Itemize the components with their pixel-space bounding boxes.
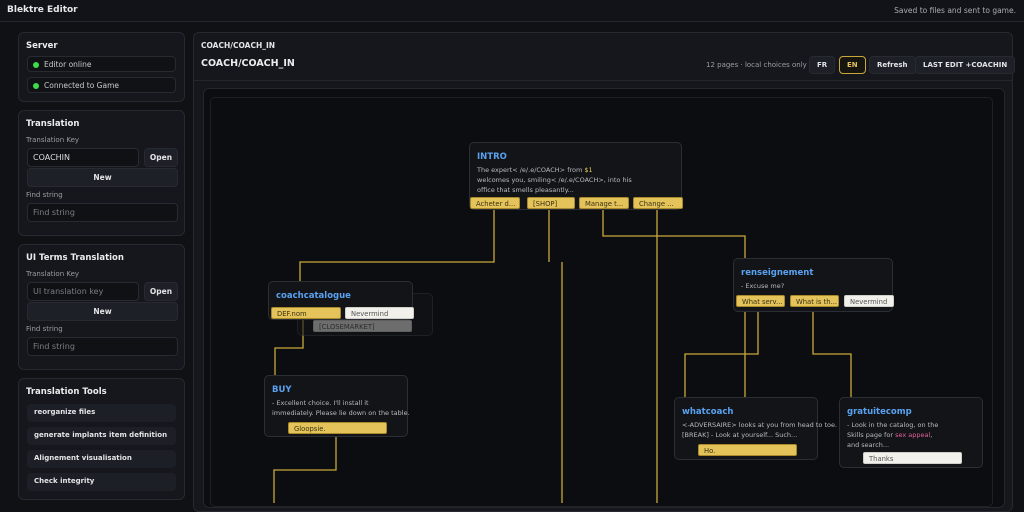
node-title: coachcatalogue — [276, 291, 351, 301]
new-button[interactable]: New — [27, 168, 178, 187]
choice-acheter[interactable]: Acheter d... — [470, 197, 520, 209]
last-edit-button[interactable]: LAST EDIT +COACHIN — [915, 56, 1016, 74]
choice-nevermind[interactable]: Nevermind — [844, 295, 894, 307]
find-string-input[interactable]: Find string — [27, 203, 178, 222]
node-title: whatcoach — [682, 407, 734, 417]
node-title: INTRO — [477, 152, 507, 162]
edge-renseignement-gratuitecomp — [812, 307, 852, 397]
choice-shop[interactable]: [SHOP] — [527, 197, 575, 209]
status-dot-icon — [33, 61, 39, 68]
tool-check-integrity[interactable]: Check integrity — [27, 473, 176, 491]
status-connected-game: Connected to Game — [27, 77, 176, 93]
choice-what-serv[interactable]: What serv... — [736, 295, 785, 307]
choice-closemarket[interactable]: [CLOSEMARKET] — [313, 320, 412, 332]
ui-find-label: Find string — [26, 325, 63, 333]
translation-panel: Translation Translation Key COACHIN Open… — [18, 110, 185, 236]
choice-ho[interactable]: Ho. — [698, 444, 797, 456]
find-string-label: Find string — [26, 191, 63, 199]
translation-key-label: Translation Key — [26, 136, 80, 144]
node-renseignement[interactable]: renseignement - Excuse me? What serv... … — [733, 258, 894, 312]
choice-what-is-th[interactable]: What is th... — [790, 295, 839, 307]
choice-change[interactable]: Change ... — [633, 197, 683, 209]
node-title: renseignement — [741, 268, 814, 278]
node-text: <-ADVERSAIRE> looks at you from head to … — [682, 421, 838, 439]
node-text: - Excuse me? — [741, 282, 785, 290]
choice-gloopsie[interactable]: Gloopsie. — [288, 422, 387, 434]
node-gratuitecomp[interactable]: gratuitecomp - Look in the catalog, on t… — [839, 397, 983, 468]
translation-tools-panel: Translation Tools reorganize files gener… — [18, 378, 185, 500]
ui-key-label: Translation Key — [26, 270, 80, 278]
tool-alignement-visualisation[interactable]: Alignement visualisation — [27, 450, 176, 468]
edge-renseignement-whatcoach — [684, 307, 759, 397]
lang-fr-button[interactable]: FR — [809, 56, 836, 74]
status-label: Connected to Game — [44, 81, 120, 90]
lang-en-button[interactable]: EN — [839, 56, 866, 74]
translation-title: Translation — [26, 119, 80, 129]
server-title: Server — [26, 41, 58, 51]
pages-info: 12 pages · local choices only — [706, 61, 807, 69]
node-whatcoach[interactable]: whatcoach <-ADVERSAIRE> looks at you fro… — [674, 397, 837, 460]
node-coachcatalogue[interactable]: coachcatalogue DEF.nom Nevermind — [268, 281, 414, 320]
divider — [193, 80, 1013, 81]
choice-manage[interactable]: Manage t... — [579, 197, 629, 209]
open-button[interactable]: Open — [144, 148, 178, 167]
node-title: BUY — [272, 385, 292, 395]
app-title: Blektre Editor — [7, 5, 78, 15]
tools-title: Translation Tools — [26, 387, 107, 397]
ui-open-button[interactable]: Open — [144, 282, 178, 301]
refresh-button[interactable]: Refresh — [869, 56, 916, 74]
edge-intro-renseignement — [602, 208, 746, 258]
server-panel: Server Editor online Connected to Game — [18, 32, 185, 102]
status-editor-online: Editor online — [27, 56, 176, 72]
ui-terms-panel: UI Terms Translation Translation Key UI … — [18, 244, 185, 370]
edge-buy-next — [273, 433, 337, 503]
top-bar: Blektre Editor Saved to files and sent t… — [0, 0, 1024, 22]
ui-key-input[interactable]: UI translation key — [27, 282, 139, 301]
tool-generate-implants[interactable]: generate implants item definition — [27, 427, 176, 445]
status-label: Editor online — [44, 60, 92, 69]
choice-thanks[interactable]: Thanks — [863, 452, 962, 464]
ui-terms-title: UI Terms Translation — [26, 253, 124, 263]
page-title: COACH/COACH_IN — [201, 58, 295, 69]
node-title: gratuitecomp — [847, 407, 912, 417]
ui-find-input[interactable]: Find string — [27, 337, 178, 356]
edge-intro-coachcatalogue — [299, 208, 495, 281]
save-status: Saved to files and sent to game. — [894, 6, 1016, 15]
breadcrumb: COACH/COACH_IN — [201, 41, 276, 50]
choice-def-nom[interactable]: DEF.nom — [271, 307, 341, 319]
translation-key-input[interactable]: COACHIN — [27, 148, 139, 167]
status-dot-icon — [33, 82, 39, 89]
choice-nevermind[interactable]: Nevermind — [345, 307, 414, 319]
tool-reorganize-files[interactable]: reorganize files — [27, 404, 176, 422]
ui-new-button[interactable]: New — [27, 302, 178, 321]
